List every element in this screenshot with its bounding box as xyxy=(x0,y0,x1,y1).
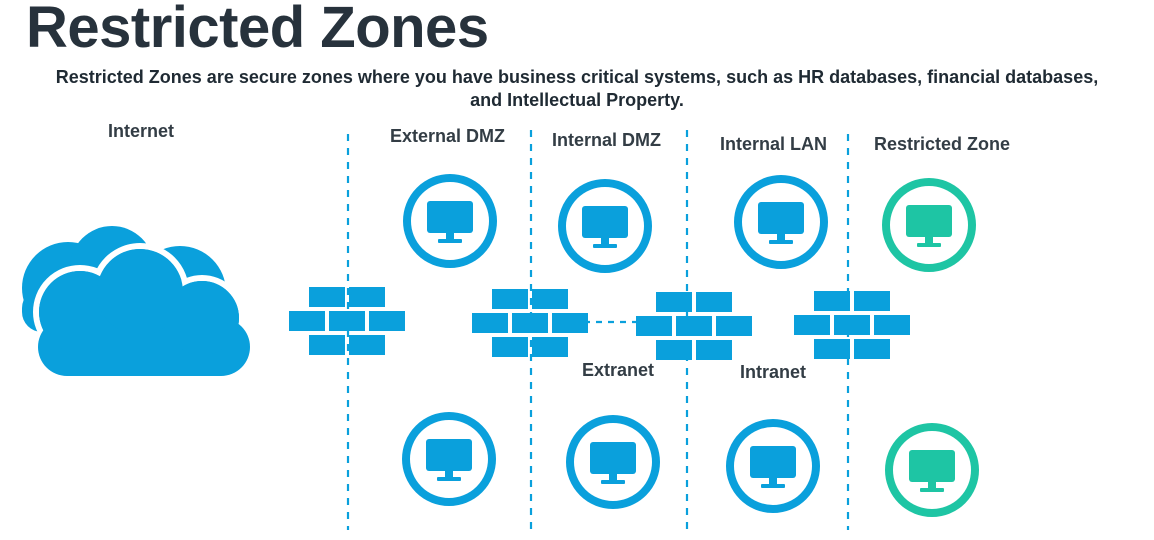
zone-label-internet: Internet xyxy=(108,121,175,141)
zone-label-internal-dmz: Internal DMZ xyxy=(552,130,662,150)
monitor-icon xyxy=(734,175,828,269)
monitor-icon xyxy=(566,415,660,509)
cloud-icon xyxy=(38,249,250,376)
zone-label-external-dmz: External DMZ xyxy=(390,126,506,146)
page-title: Restricted Zones xyxy=(26,0,489,60)
subtitle-line-2: and Intellectual Property. xyxy=(470,90,684,110)
monitor-icon xyxy=(882,178,976,272)
monitor-icon xyxy=(558,179,652,273)
monitor-icon xyxy=(726,419,820,513)
monitor-icon xyxy=(885,423,979,517)
network-label-extranet: Extranet xyxy=(582,360,655,380)
subtitle-line-1: Restricted Zones are secure zones where … xyxy=(55,67,1099,87)
zone-label-internal-lan: Internal LAN xyxy=(720,134,828,154)
firewall-brick-icon xyxy=(794,291,910,359)
page-subtitle: Restricted Zones are secure zones where … xyxy=(0,66,1154,112)
monitor-icon xyxy=(402,412,496,506)
monitor-icon xyxy=(403,174,497,268)
firewall-brick-icon xyxy=(636,292,752,360)
zone-label-restricted-zone: Restricted Zone xyxy=(874,134,1011,154)
network-label-intranet: Intranet xyxy=(740,362,807,382)
